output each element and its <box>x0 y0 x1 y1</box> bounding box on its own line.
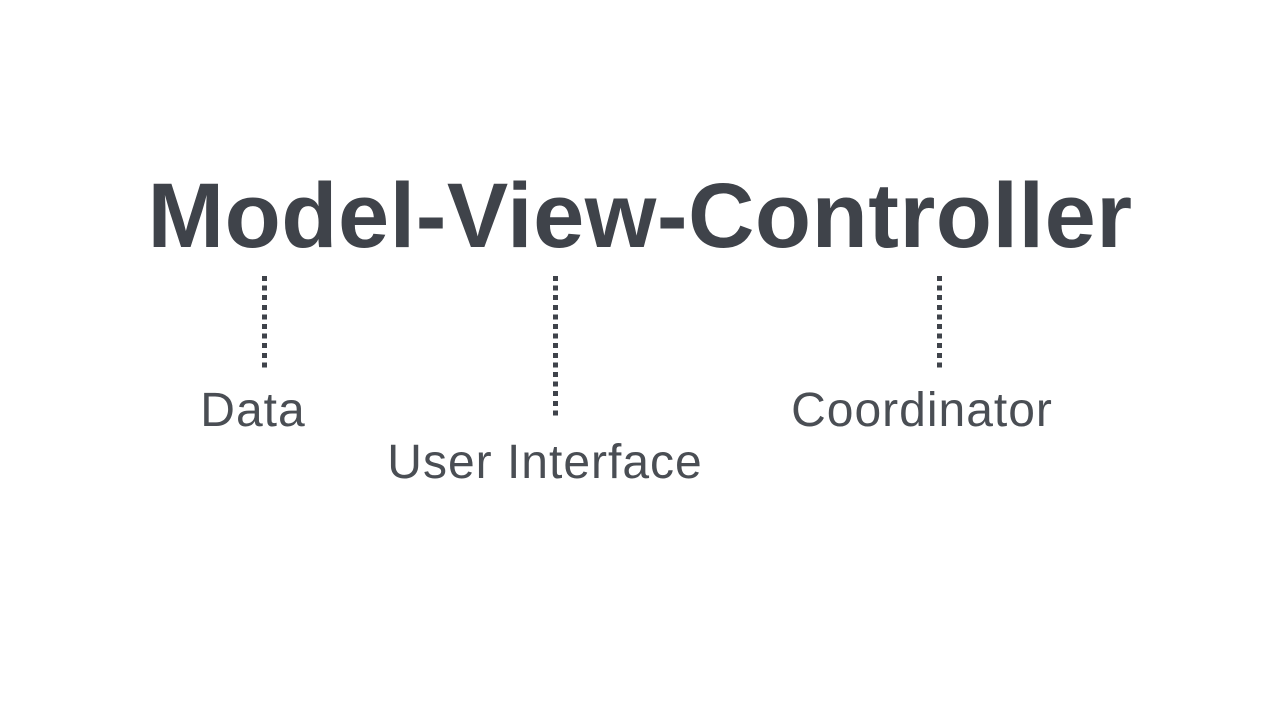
dotted-connector-model <box>262 276 267 370</box>
dotted-connector-controller <box>937 276 942 370</box>
annotation-label-model: Data <box>200 384 306 437</box>
dotted-connector-view <box>553 276 558 420</box>
annotation-label-controller: Coordinator <box>791 384 1053 437</box>
annotation-label-view: User Interface <box>387 436 703 489</box>
diagram-title: Model-View-Controller <box>147 165 1133 267</box>
